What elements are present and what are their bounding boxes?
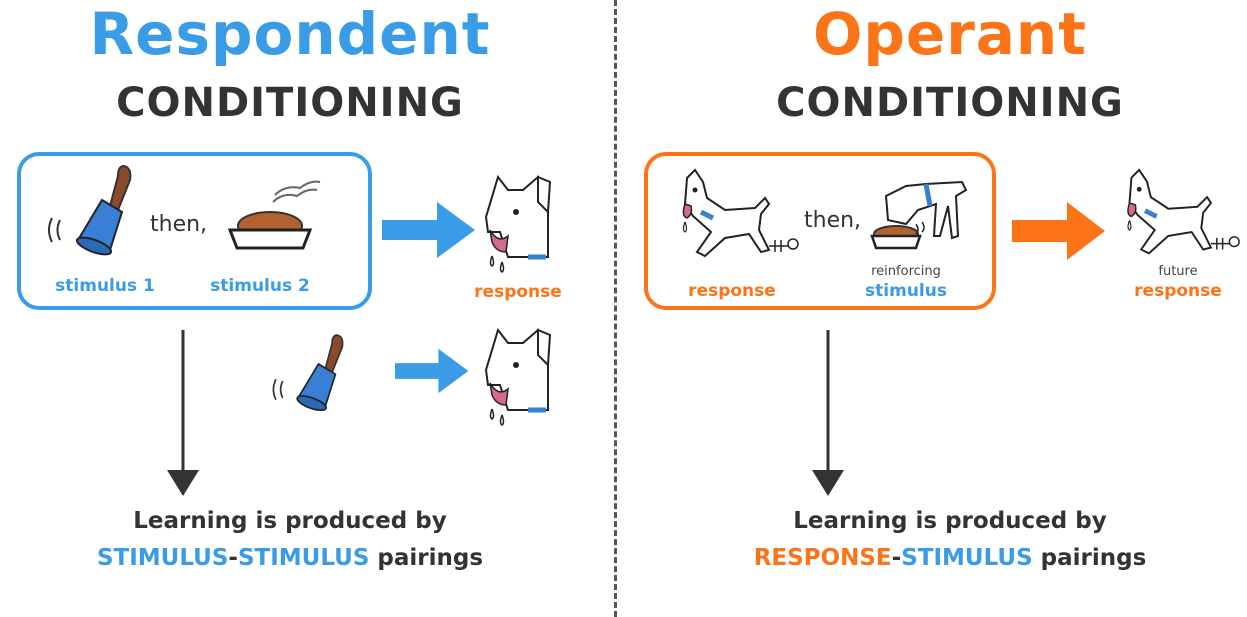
- center-divider: [614, 0, 617, 617]
- future-label: future: [1158, 264, 1198, 279]
- caption-line1: Learning is produced by: [793, 508, 1107, 534]
- respondent-caption: Learning is produced by STIMULUS-STIMULU…: [40, 503, 540, 577]
- response-label-left: response: [474, 282, 562, 302]
- operant-subtitle: CONDITIONING: [776, 80, 1124, 126]
- respondent-pairing-box: [17, 152, 372, 310]
- arrow-icon: [395, 348, 469, 394]
- bell-icon: [272, 334, 344, 412]
- down-arrow-icon: [812, 330, 844, 496]
- drooling-dog-icon: [484, 174, 552, 273]
- reinforcing-label: reinforcing: [871, 264, 941, 279]
- eating-dog-icon: [870, 180, 968, 250]
- operant-title: Operant: [813, 0, 1087, 68]
- caption-dash: -: [891, 545, 902, 571]
- arrow-icon: [382, 202, 475, 258]
- caption-line2: STIMULUS-STIMULUS pairings: [40, 540, 540, 577]
- food-bowl-icon: [227, 180, 321, 250]
- future-response-label: response: [1134, 281, 1222, 301]
- caption-line1: Learning is produced by: [133, 508, 447, 534]
- then-text-left: then,: [150, 212, 208, 237]
- down-arrow-icon: [167, 330, 199, 496]
- operant-pairing-box: [644, 152, 996, 310]
- reinforcing-stimulus-label: stimulus: [865, 281, 947, 301]
- caption-pairings: pairings: [369, 545, 484, 571]
- caption-line2: RESPONSE-STIMULUS pairings: [700, 540, 1200, 577]
- operant-caption: Learning is produced by RESPONSE-STIMULU…: [700, 503, 1200, 577]
- bell-icon: [48, 164, 132, 256]
- caption-stimulus-a: STIMULUS: [96, 545, 229, 571]
- stimulus2-label: stimulus 2: [210, 276, 310, 296]
- caption-dash: -: [228, 545, 238, 571]
- caption-pairings: pairings: [1032, 545, 1147, 571]
- running-dog-icon: [1127, 168, 1240, 255]
- response-label-right: response: [688, 281, 776, 301]
- stimulus1-label: stimulus 1: [55, 276, 155, 296]
- caption-response: RESPONSE: [753, 545, 892, 571]
- running-dog-icon: [682, 168, 799, 258]
- caption-stimulus-b: STIMULUS: [237, 545, 370, 571]
- drooling-dog-icon: [484, 327, 552, 426]
- arrow-icon: [1012, 202, 1105, 260]
- respondent-subtitle: CONDITIONING: [116, 80, 464, 126]
- respondent-title: Respondent: [89, 0, 491, 68]
- caption-stimulus: STIMULUS: [901, 545, 1033, 571]
- then-text-right: then,: [804, 208, 862, 233]
